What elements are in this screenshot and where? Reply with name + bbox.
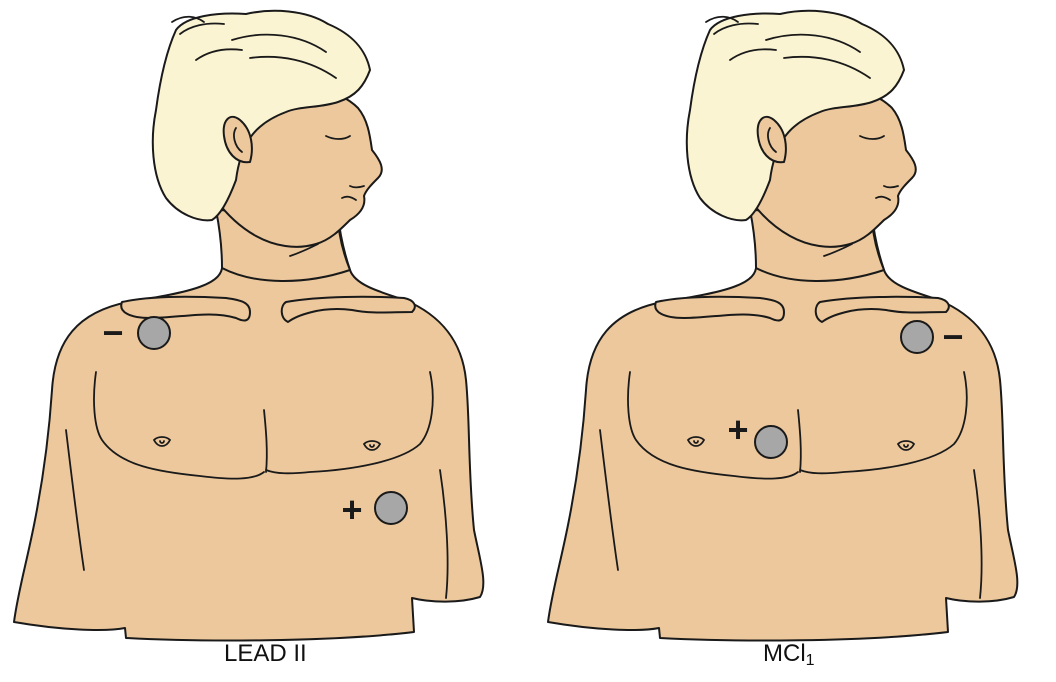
caption-text: MCl [763, 640, 806, 667]
electrode-negative-left-shoulder [900, 320, 934, 354]
electrode-positive-sternal-border [754, 425, 788, 459]
figure-lead-ii [13, 9, 485, 642]
electrode-positive-left-abdomen [374, 491, 408, 525]
caption-mcl1: MCl1 [763, 640, 815, 670]
caption-lead-ii: LEAD II [224, 640, 307, 670]
electrode-negative-left-shoulder [137, 316, 171, 350]
electrode-sign: − [942, 316, 963, 357]
electrode-sign: + [727, 409, 748, 450]
electrode-sign: − [102, 312, 123, 353]
caption-subscript: 1 [805, 652, 815, 669]
caption-text: LEAD II [224, 640, 307, 667]
electrode-sign: + [341, 489, 362, 530]
